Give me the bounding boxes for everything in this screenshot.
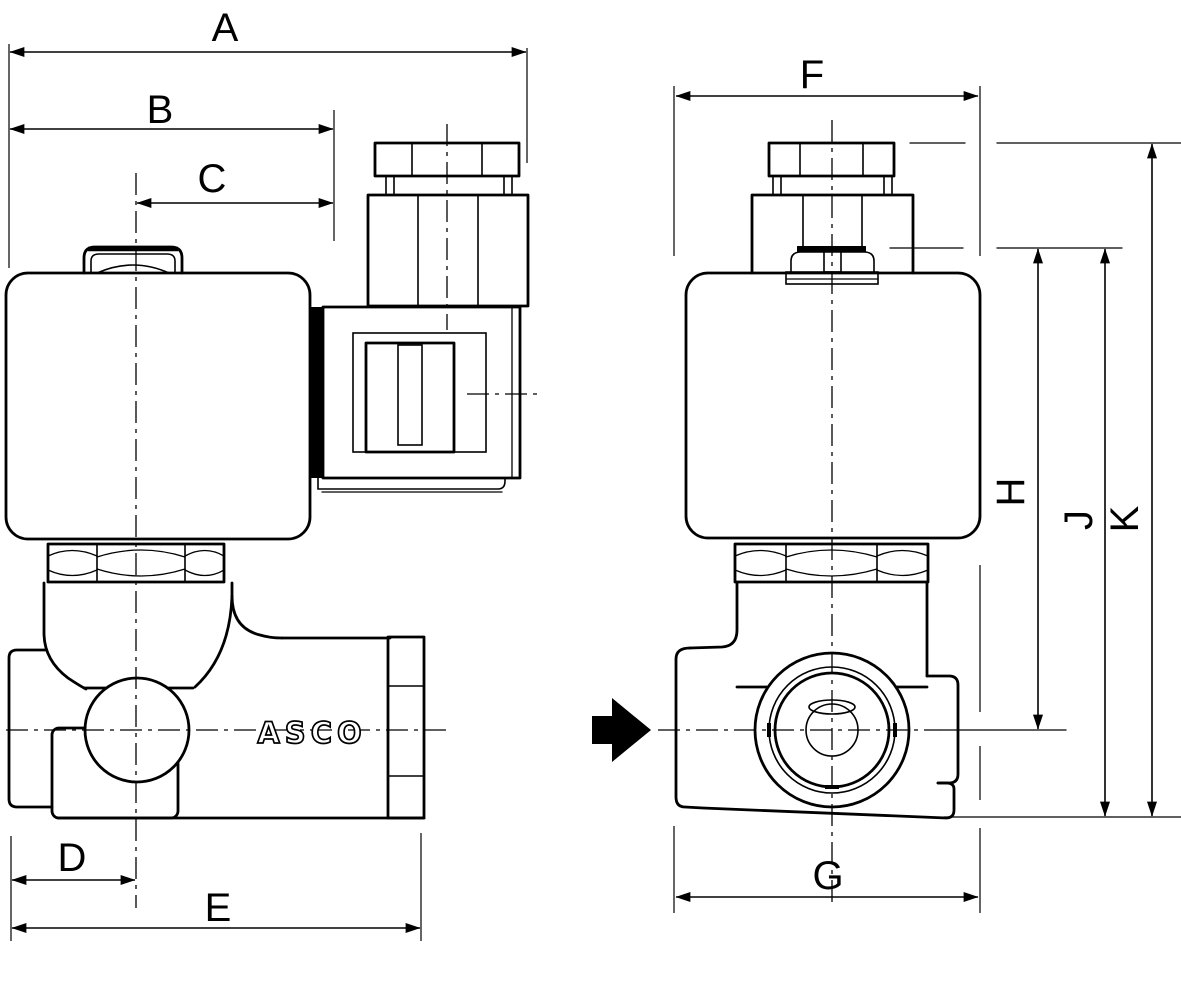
front-view: ASCO A B C D E — [4, 6, 540, 941]
cable-gland-stems — [385, 175, 513, 196]
hex-nut-facets-end — [785, 543, 878, 583]
coil-clip-boss-arc — [96, 264, 170, 274]
cable-gland-nut-facets-end — [799, 142, 864, 177]
flow-direction-arrow — [592, 698, 651, 762]
valve-body-end — [674, 646, 956, 820]
cable-gland-body-facets-end — [802, 194, 863, 248]
connector-window — [364, 341, 456, 454]
dim-label-g: G — [812, 854, 843, 898]
connector-recess — [352, 332, 487, 453]
connector-slot — [397, 344, 423, 446]
connector-housing — [321, 305, 522, 480]
dim-label-d: D — [58, 836, 87, 880]
hex-nut-top-chamfers — [47, 549, 225, 558]
connector-gasket — [310, 307, 323, 478]
dim-label-b: B — [147, 88, 174, 132]
dim-label-c: C — [198, 157, 227, 201]
dim-label-a: A — [212, 6, 239, 50]
hex-nut-top-chamfers-end — [734, 549, 929, 558]
dim-label-e: E — [205, 886, 232, 930]
hex-nut-facets — [96, 543, 186, 583]
dim-label-j: J — [1057, 510, 1101, 530]
hex-nut-bottom-chamfers-end — [734, 568, 929, 577]
cable-gland-body-facets — [417, 194, 479, 307]
coil-body — [4, 271, 312, 541]
side-view: F G H J K — [592, 53, 1181, 913]
cable-gland-nut-facets — [411, 142, 483, 177]
cable-gland-body — [366, 193, 530, 308]
outlet-port-hex — [386, 635, 426, 820]
dim-label-f: F — [800, 53, 824, 97]
bonnet-left-edge — [42, 581, 88, 691]
outlet-port-hex-facets — [387, 685, 425, 777]
coil-body-end — [684, 271, 982, 540]
connector-base-plate — [317, 477, 506, 490]
coil-clip-inner-line — [90, 253, 176, 274]
inlet-boss — [7, 648, 54, 809]
bonnet-left-edge-end — [688, 581, 739, 650]
dim-label-h: H — [989, 478, 1033, 507]
brand-logo: ASCO — [257, 716, 366, 750]
bonnet-right-transition — [230, 581, 284, 640]
cable-gland-stems-end — [772, 175, 893, 196]
bonnet-dome-arc — [193, 594, 234, 689]
dim-label-k: K — [1103, 505, 1147, 532]
cable-gland-body-end — [750, 193, 915, 275]
hex-nut-bottom-chamfers — [47, 568, 225, 577]
